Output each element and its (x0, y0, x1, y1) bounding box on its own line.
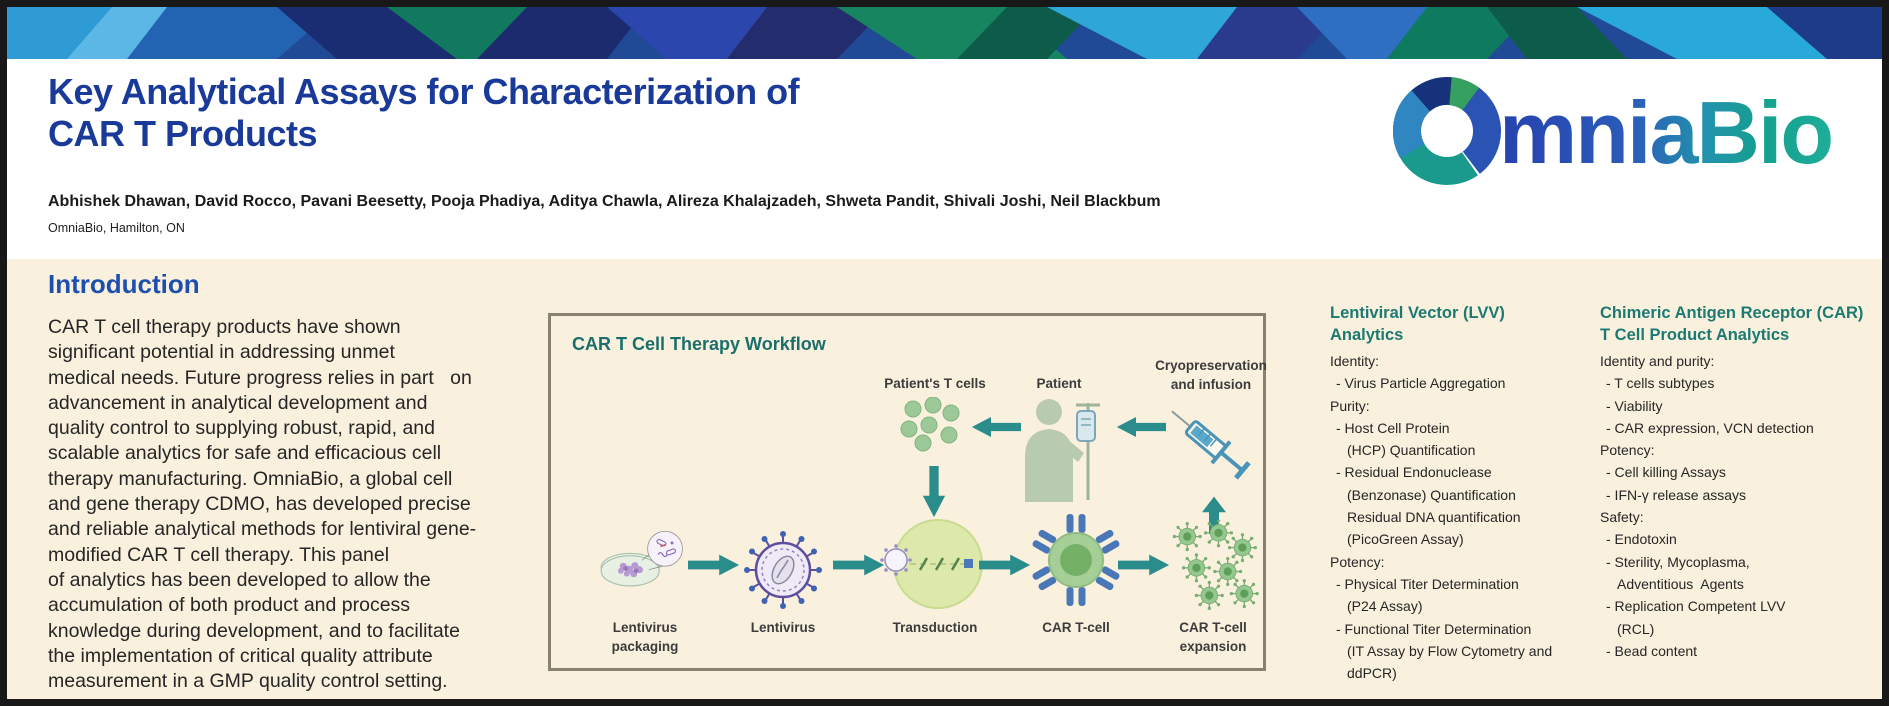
analytics-line: Identity: (1330, 353, 1380, 369)
omniabio-logo: mniaBio (1393, 77, 1834, 185)
intro-line: therapy manufacturing. OmniaBio, a globa… (48, 467, 453, 490)
intro-line: accumulation of both product and process (48, 594, 411, 617)
poster-title-line2: CAR T Products (48, 113, 318, 154)
lvv-analytics-heading: Lentiviral Vector (LVV) Analytics (1330, 304, 1505, 344)
poster-title-line1: Key Analytical Assays for Characterizati… (48, 71, 800, 112)
intro-line: and reliable analytical methods for lent… (48, 518, 477, 541)
arrow-up-icon (1202, 496, 1226, 534)
analytics-line: - Endotoxin (1606, 531, 1677, 548)
intro-line: and gene therapy CDMO, has developed pre… (48, 493, 471, 516)
analytics-line: - Functional Titer Determination (1336, 620, 1532, 637)
lentivirus-icon (744, 531, 822, 609)
analytics-line: (P24 Assay) (1347, 598, 1423, 615)
authors-line: Abhishek Dhawan, David Rocco, Pavani Bee… (48, 193, 1161, 210)
banner-art (7, 7, 1882, 59)
syringe-icon (1170, 410, 1251, 480)
stage-cryopreservation: Cryopreservation and infusion (1146, 356, 1276, 493)
stage-patient: Patient (1004, 374, 1114, 502)
intro-line: knowledge during development, and to fac… (48, 619, 460, 642)
arrow-right-icon (833, 554, 885, 576)
intro-line: the implementation of critical quality a… (48, 644, 433, 667)
patient-icon (1024, 399, 1100, 502)
arrow-left-icon (971, 417, 1021, 437)
analytics-line: - T cells subtypes (1606, 375, 1715, 392)
analytics-line: - Sterility, Mycoplasma, (1606, 553, 1750, 570)
analytics-line: - Physical Titer Determination (1336, 575, 1519, 592)
analytics-line: - Viability (1606, 397, 1663, 414)
stage-label: CAR T-cell expansion (1179, 620, 1247, 654)
stage-lentivirus: Lentivirus (723, 520, 843, 637)
arrow-left-icon (1116, 417, 1166, 437)
t-cells-icon (900, 397, 960, 452)
car-analytics-column: Chimeric Antigen Receptor (CAR) T Cell P… (1600, 302, 1878, 662)
stage-transduction: Transduction (870, 519, 1000, 637)
car-analytics-heading: Chimeric Antigen Receptor (CAR) T Cell P… (1600, 304, 1864, 344)
analytics-line: Purity: (1330, 397, 1370, 414)
intro-line: modified CAR T cell therapy. This panel (48, 543, 390, 566)
analytics-line: - CAR expression, VCN detection (1606, 419, 1814, 436)
intro-line: medical needs. Future progress relies in… (48, 366, 472, 389)
poster-title: Key Analytical Assays for Characterizati… (48, 71, 800, 155)
expansion-cells-icon (1172, 520, 1259, 611)
car-t-cell-icon (1030, 513, 1122, 607)
analytics-line: - Replication Competent LVV (1606, 598, 1786, 615)
stage-label: Lentivirus (750, 620, 816, 635)
workflow-title: CAR T Cell Therapy Workflow (572, 334, 826, 354)
stage-label: CAR T-cell (1042, 620, 1110, 635)
analytics-line: (Benzonase) Quantification (1347, 486, 1516, 503)
stage-lentivirus-packaging: Lentivirus packaging (600, 520, 690, 656)
stage-car-t-cell-expansion: CAR T-cell expansion (1163, 520, 1263, 656)
analytics-line: - Virus Particle Aggregation (1336, 375, 1506, 392)
arrow-down-icon (922, 466, 946, 518)
affiliation-line: OmniaBio, Hamilton, ON (48, 221, 185, 235)
analytics-line: - IFN-γ release assays (1606, 486, 1747, 503)
analytics-line: - Cell killing Assays (1606, 464, 1726, 481)
analytics-line: Potency: (1600, 442, 1655, 459)
stage-patients-t-cells: Patient's T cells (875, 374, 995, 455)
analytics-line: Residual DNA quantification (1347, 509, 1521, 526)
analytics-line: - Host Cell Protein (1336, 419, 1450, 436)
analytics-line: (HCP) Quantification (1347, 442, 1476, 459)
stage-car-t-cell: CAR T-cell (1016, 513, 1136, 637)
introduction-heading: Introduction (48, 269, 200, 299)
header: Key Analytical Assays for Characterizati… (7, 59, 1882, 259)
intro-line: of analytics has been developed to allow… (48, 568, 431, 591)
stage-label: Cryopreservation and infusion (1155, 358, 1267, 392)
analytics-line: ddPCR) (1347, 665, 1397, 682)
analytics-line: (RCL) (1617, 620, 1655, 637)
analytics-line: (IT Assay by Flow Cytometry and (1347, 642, 1553, 659)
introduction-paragraph: CAR T cell therapy products have shown si… (48, 315, 476, 694)
stage-label: Lentivirus packaging (611, 620, 679, 654)
intro-line: measurement in a GMP quality control set… (48, 670, 448, 693)
logo-wordmark: mniaBio (1499, 83, 1832, 182)
analytics-line: Safety: (1600, 509, 1644, 526)
analytics-line: Potency: (1330, 553, 1385, 570)
poster-body: Introduction CAR T cell therapy products… (7, 259, 1882, 699)
logo-emblem-icon (1393, 77, 1501, 185)
car-analytics-list: Identity and purity: - T cells subtypes - … (1600, 350, 1878, 662)
analytics-line: - Residual Endonuclease (1336, 464, 1492, 481)
intro-line: significant potential in addressing unme… (48, 341, 395, 364)
stage-label: Patient (1036, 376, 1082, 391)
lvv-analytics-column: Lentiviral Vector (LVV) Analytics Identi… (1330, 302, 1582, 684)
intro-line: advancement in analytical development an… (48, 391, 428, 414)
intro-line: scalable analytics for safe and efficaci… (48, 442, 442, 465)
arrow-right-icon (688, 554, 740, 576)
arrow-right-icon (979, 554, 1031, 576)
poster-page: Key Analytical Assays for Characterizati… (7, 7, 1882, 699)
arrow-right-icon (1118, 554, 1170, 576)
stage-label: Patient's T cells (884, 376, 986, 391)
analytics-line: - Bead content (1606, 642, 1698, 659)
stage-label: Transduction (892, 620, 978, 635)
intro-line: quality control to supplying robust, rap… (48, 417, 435, 440)
intro-line: CAR T cell therapy products have shown (48, 316, 401, 338)
analytics-line: (PicoGreen Assay) (1347, 531, 1464, 548)
workflow-diagram: CAR T Cell Therapy Workflow Patient's T … (548, 313, 1267, 671)
analytics-line: Adventitious Agents (1617, 575, 1744, 592)
transduction-icon (880, 519, 983, 609)
analytics-line: Identity and purity: (1600, 353, 1715, 369)
petri-dish-icon (600, 530, 683, 587)
